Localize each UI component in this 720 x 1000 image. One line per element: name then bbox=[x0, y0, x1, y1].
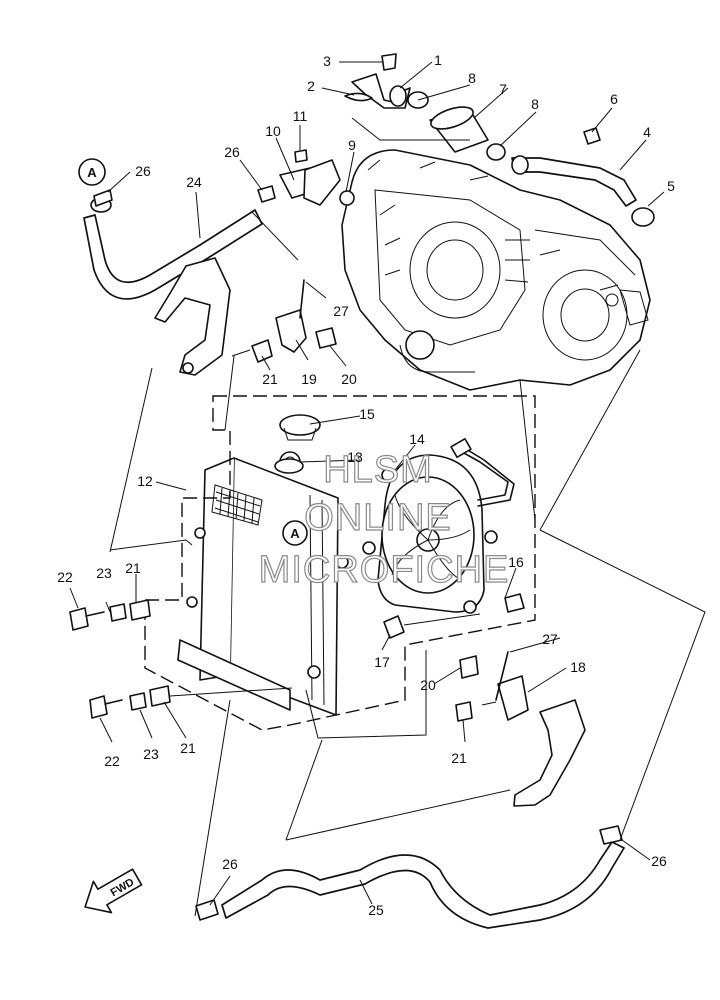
callout-21-bottom: 21 bbox=[180, 740, 196, 756]
callout-20-lower: 20 bbox=[420, 677, 436, 693]
callout-27-upper: 27 bbox=[333, 303, 349, 319]
watermark-line-2: ONLINE bbox=[304, 497, 451, 539]
leader-lines bbox=[69, 61, 706, 917]
cooling-fan bbox=[362, 438, 515, 614]
callout-21-upper: 21 bbox=[262, 371, 278, 387]
callout-17: 17 bbox=[374, 654, 390, 670]
callout-16: 16 bbox=[508, 554, 524, 570]
callout-25: 25 bbox=[368, 902, 384, 918]
callout-2: 2 bbox=[307, 78, 315, 94]
callout-13: 13 bbox=[347, 449, 363, 465]
watermark-line-3: MICROFICHE bbox=[259, 549, 510, 591]
engine-block bbox=[341, 149, 651, 391]
hose-25 bbox=[221, 841, 625, 929]
reference-a-radiator: A bbox=[290, 526, 300, 541]
bracket-upper bbox=[154, 257, 231, 376]
callout-22-lower: 22 bbox=[104, 753, 120, 769]
callout-8b: 8 bbox=[531, 96, 539, 112]
callout-10: 10 bbox=[265, 123, 281, 139]
callout-labels: 1 2 3 4 5 6 7 8 8 9 10 11 12 13 14 15 16… bbox=[57, 52, 675, 918]
assembly-boundary bbox=[144, 395, 536, 731]
callout-1: 1 bbox=[434, 52, 442, 68]
callout-14: 14 bbox=[409, 431, 425, 447]
callout-23-lower: 23 bbox=[143, 746, 159, 762]
callout-26-upper-left: 26 bbox=[135, 163, 151, 179]
callout-7: 7 bbox=[499, 81, 507, 97]
callout-6: 6 bbox=[610, 91, 618, 107]
callout-11: 11 bbox=[293, 108, 308, 124]
callout-24: 24 bbox=[186, 174, 202, 190]
callout-26-upper-middle: 26 bbox=[224, 144, 240, 160]
callout-8a: 8 bbox=[468, 70, 476, 86]
reference-circle-a-top bbox=[78, 158, 106, 186]
callout-27-lower: 27 bbox=[542, 631, 558, 647]
callout-19: 19 bbox=[301, 371, 317, 387]
callout-15: 15 bbox=[359, 406, 375, 422]
callout-5: 5 bbox=[667, 178, 675, 194]
fwd-arrow-icon: FWD bbox=[84, 868, 143, 914]
callout-21-left: 21 bbox=[125, 560, 141, 576]
watermark: HLSM ONLINE MICROFICHE bbox=[258, 448, 510, 591]
hose-24 bbox=[83, 209, 263, 300]
callout-20-upper: 20 bbox=[341, 371, 357, 387]
callout-22-upper: 22 bbox=[57, 569, 73, 585]
reference-a-top: A bbox=[87, 165, 97, 180]
callout-26-lower-left: 26 bbox=[222, 856, 238, 872]
callout-21-lower-right: 21 bbox=[451, 750, 467, 766]
reference-circle-a-radiator bbox=[282, 520, 308, 546]
callout-12: 12 bbox=[137, 473, 153, 489]
callout-9: 9 bbox=[348, 137, 356, 153]
fasteners-left bbox=[69, 599, 171, 719]
callout-26-lower-right: 26 bbox=[651, 853, 667, 869]
callout-23-upper: 23 bbox=[96, 565, 112, 581]
callout-3: 3 bbox=[323, 53, 331, 69]
callout-18: 18 bbox=[570, 659, 586, 675]
callout-4: 4 bbox=[643, 124, 651, 140]
watermark-line-1: HLSM bbox=[323, 449, 433, 491]
